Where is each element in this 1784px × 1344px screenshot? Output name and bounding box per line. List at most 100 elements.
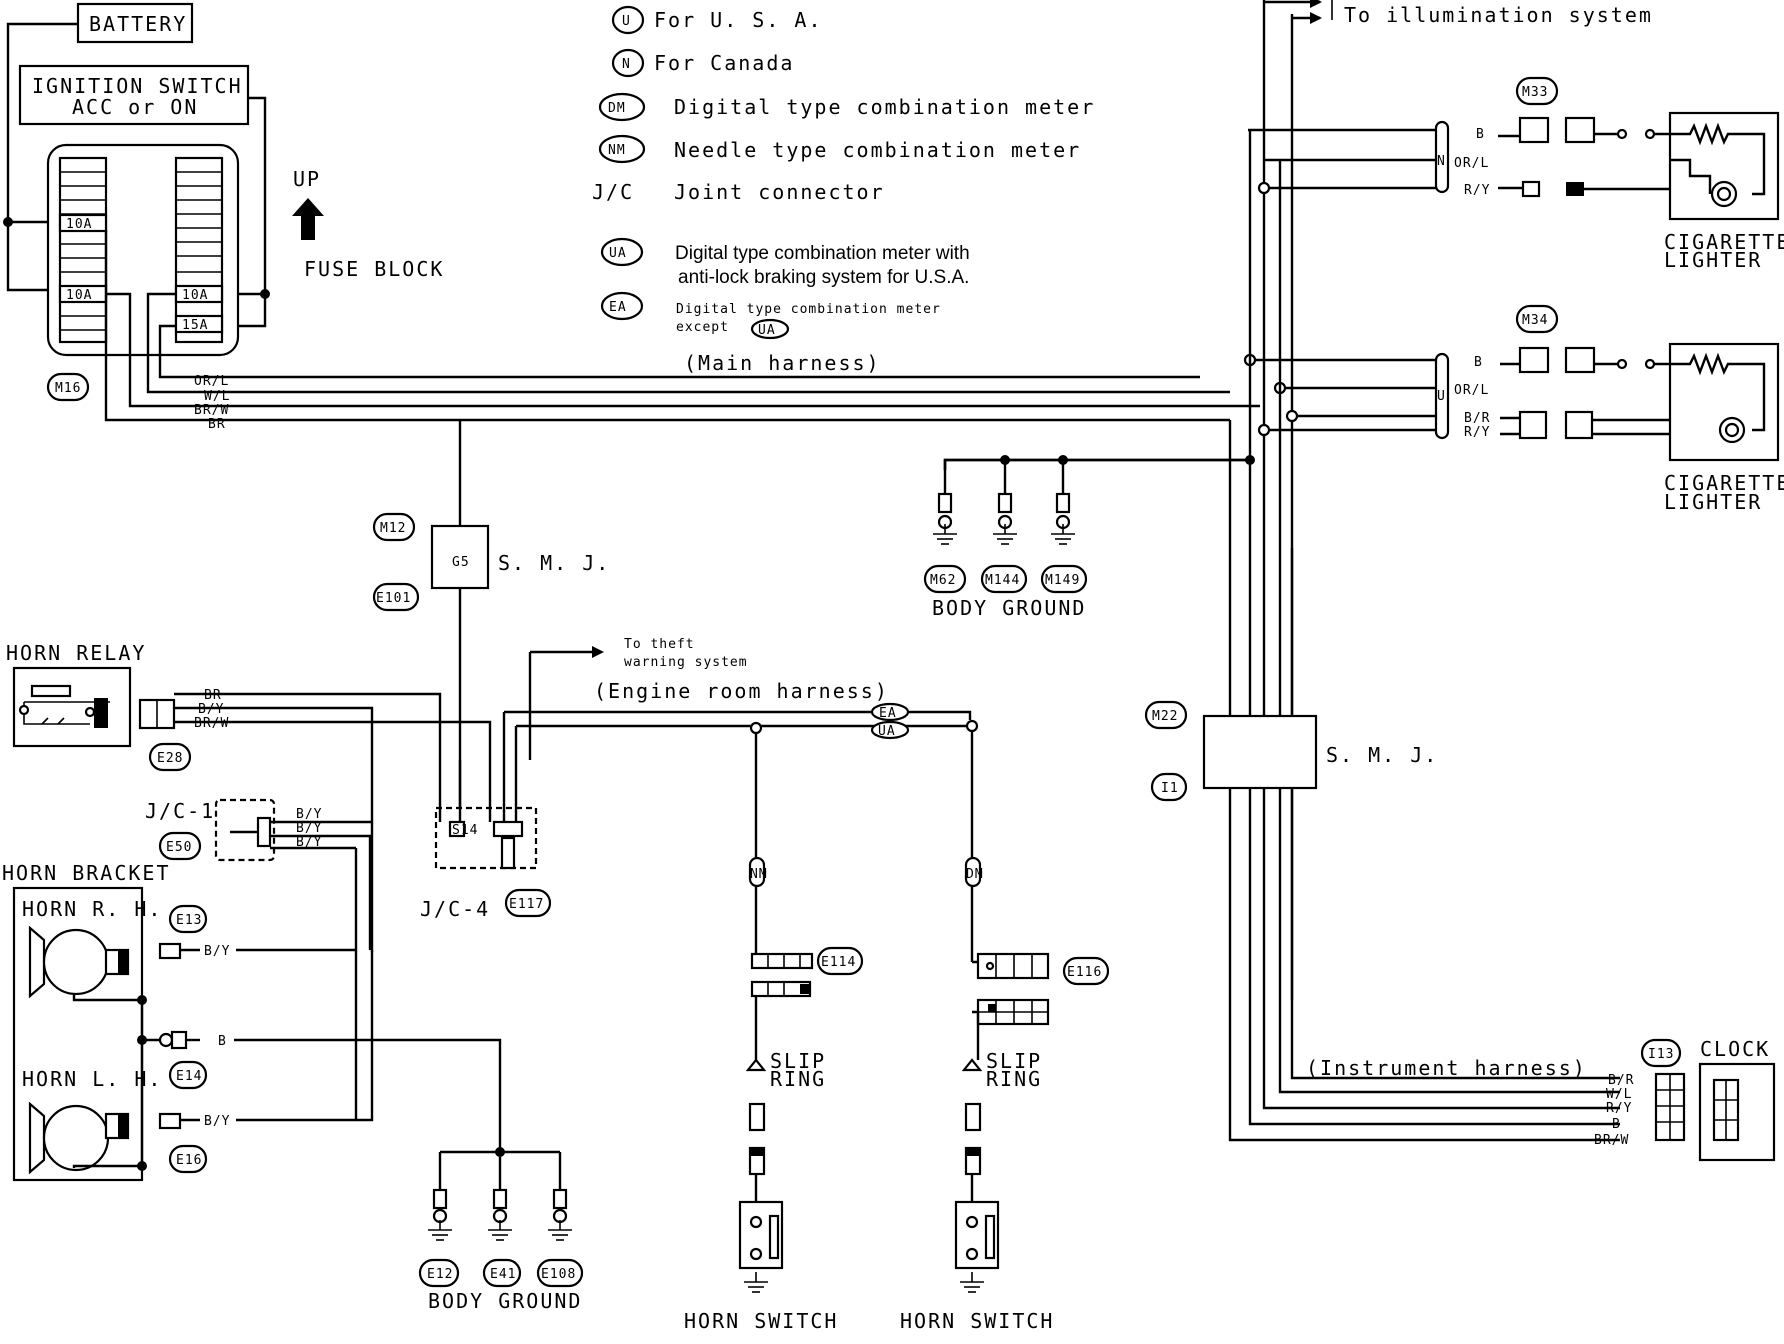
slip-ring-label: RING xyxy=(986,1067,1042,1091)
legend-text: Needle type combination meter xyxy=(674,138,1081,162)
connector-badge: M33 xyxy=(1515,76,1559,106)
horn-rh-label: HORN R. H. xyxy=(22,897,162,921)
horn-switch-label: HORN SWITCH xyxy=(684,1309,838,1333)
legend-text: Digital type combination meter with xyxy=(675,243,970,264)
cigarette-lighter-label: CIGARETTE xyxy=(1664,471,1784,495)
slip-ring-label: RING xyxy=(770,1067,826,1091)
svg-text:I13: I13 xyxy=(1648,1047,1674,1062)
svg-text:M149: M149 xyxy=(1045,573,1080,588)
svg-text:UA: UA xyxy=(609,246,627,261)
ignition-switch: IGNITION SWITCH ACC or ON xyxy=(18,64,250,126)
svg-text:EA: EA xyxy=(609,300,627,315)
svg-text:E16: E16 xyxy=(176,1153,202,1168)
connector-badge: E117 xyxy=(504,888,552,918)
main-harness-label: (Main harness) xyxy=(684,351,881,375)
slip-ring-label: SLIP xyxy=(986,1049,1042,1073)
svg-text:E50: E50 xyxy=(166,840,192,855)
up-arrow-icon xyxy=(292,198,324,240)
fuse-10a-label: 10A xyxy=(66,217,92,232)
svg-text:DM: DM xyxy=(966,867,984,882)
legend-text: except xyxy=(676,320,729,335)
theft-label: To theft xyxy=(624,637,695,652)
wire-label: B/Y xyxy=(296,807,322,822)
legend: U For U. S. A. N For Canada DM Digital t… xyxy=(592,5,1093,340)
svg-text:G5: G5 xyxy=(452,555,470,570)
legend-tag: J/C xyxy=(592,180,634,204)
connector-badge: E28 xyxy=(148,742,192,772)
fuse-block: 10A 10A 10A 15A xyxy=(46,143,240,357)
wire-label: R/Y xyxy=(1464,425,1490,440)
slip-ring-label: SLIP xyxy=(770,1049,826,1073)
svg-text:M33: M33 xyxy=(1522,85,1548,100)
to-illumination-label: To illumination system xyxy=(1344,3,1653,27)
wire-label: B xyxy=(1476,127,1485,142)
svg-text:U: U xyxy=(622,14,631,29)
wire-label: W/L xyxy=(204,389,230,404)
engine-harness-label: (Engine room harness) xyxy=(594,679,889,703)
svg-text:NM: NM xyxy=(608,143,626,158)
fuse-10a-label: 10A xyxy=(182,288,208,303)
wire-label: B/Y xyxy=(204,1114,230,1129)
svg-text:I1: I1 xyxy=(1161,781,1179,796)
jc4-label: J/C-4 xyxy=(420,897,490,921)
wire-label: B/R xyxy=(1464,411,1490,426)
svg-text:DM: DM xyxy=(608,101,626,116)
ground-terminal xyxy=(427,1188,573,1241)
svg-text:N: N xyxy=(622,57,631,72)
battery-label: BATTERY xyxy=(89,12,187,36)
svg-text:UA: UA xyxy=(758,323,776,338)
wire-label: BR xyxy=(204,688,222,703)
cigarette-lighter-label: LIGHTER xyxy=(1664,490,1762,514)
horn-rh xyxy=(28,925,130,999)
svg-text:E116: E116 xyxy=(1067,965,1102,980)
smj-label: S. M. J. xyxy=(498,551,610,575)
horn-switch-dm xyxy=(954,1200,1000,1270)
svg-text:E117: E117 xyxy=(509,897,544,912)
cigarette-lighter-upper xyxy=(1654,111,1780,221)
horn-switch-label: HORN SWITCH xyxy=(900,1309,1054,1333)
legend-text: Joint connector xyxy=(674,180,885,204)
wire-label: B/Y xyxy=(296,835,322,850)
legend-text: anti-lock braking system for U.S.A. xyxy=(678,267,969,288)
svg-text:E14: E14 xyxy=(176,1069,202,1084)
ignition-switch-label: IGNITION SWITCH xyxy=(32,74,243,98)
svg-text:M34: M34 xyxy=(1522,313,1548,328)
instrument-harness-label: (Instrument harness) xyxy=(1306,1056,1587,1080)
connector-badge: E116 xyxy=(1062,956,1110,986)
svg-text:EA: EA xyxy=(879,706,897,721)
svg-text:UA: UA xyxy=(878,724,896,739)
fuse-15a-label: 15A xyxy=(182,318,208,333)
cigarette-lighter-label: LIGHTER xyxy=(1664,248,1762,272)
wire-label: B/Y xyxy=(198,702,224,717)
ignition-mode-label: ACC or ON xyxy=(72,95,198,119)
wire-label: B xyxy=(1474,355,1483,370)
wire-label: BR/W xyxy=(194,403,229,418)
wire-label: R/Y xyxy=(1464,183,1490,198)
legend-text: For Canada xyxy=(654,51,794,75)
body-ground-label: BODY GROUND xyxy=(428,1289,582,1313)
connector-badge: E12 E41 E108 xyxy=(418,1258,584,1288)
legend-text: For U. S. A. xyxy=(654,8,823,32)
jc1-label: J/C-1 xyxy=(145,799,215,823)
connector-badge: M22 I1 xyxy=(1144,700,1188,802)
wire-label: R/Y xyxy=(1606,1101,1632,1116)
svg-text:M16: M16 xyxy=(55,381,81,396)
horn-relay-label: HORN RELAY xyxy=(6,641,146,665)
wire-label: BR xyxy=(208,417,226,432)
connector-badge: I13 xyxy=(1640,1038,1682,1068)
svg-text:NM: NM xyxy=(750,867,768,882)
svg-text:N: N xyxy=(1437,154,1446,169)
horn-switch-nm xyxy=(738,1200,784,1270)
clock xyxy=(1698,1062,1776,1162)
legend-text: Digital type combination meter xyxy=(676,302,941,317)
wire-label: B xyxy=(1612,1117,1621,1132)
horn-relay xyxy=(12,666,132,748)
svg-text:M144: M144 xyxy=(985,573,1020,588)
svg-text:E114: E114 xyxy=(821,955,856,970)
svg-text:M22: M22 xyxy=(1152,709,1178,724)
wire-label: B/R xyxy=(1608,1073,1634,1088)
connector-badge: M34 xyxy=(1515,304,1559,334)
connector-badge: E13 E14 E16 xyxy=(168,904,208,1174)
svg-text:E108: E108 xyxy=(541,1267,576,1282)
